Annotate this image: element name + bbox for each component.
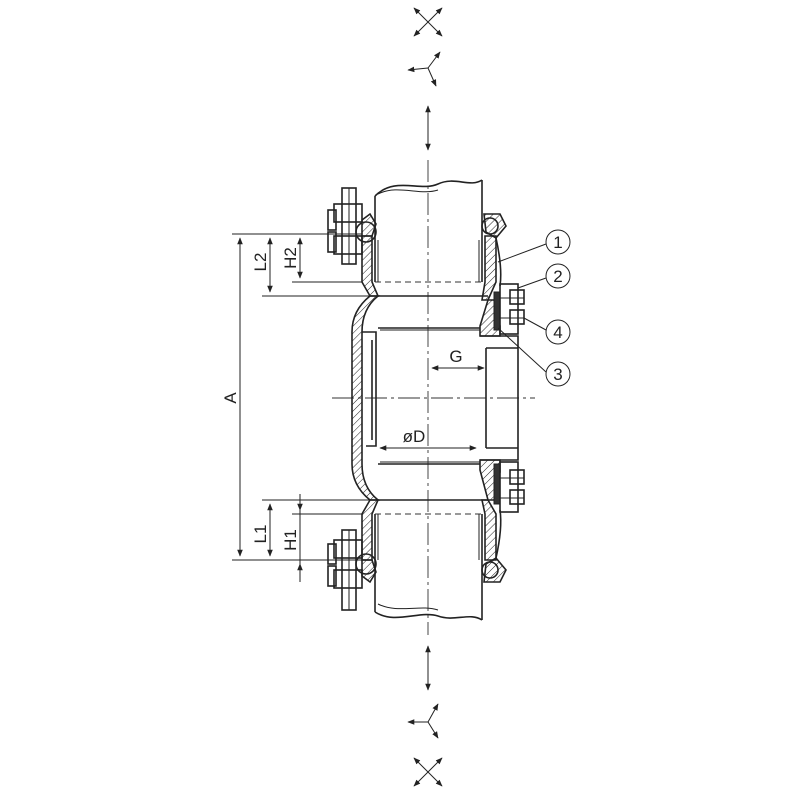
callout-3: 3 xyxy=(497,327,571,387)
upper-left-bolt xyxy=(327,187,377,265)
callout-1: 1 xyxy=(497,229,571,263)
svg-text:4: 4 xyxy=(553,323,562,342)
upper-right-nut xyxy=(481,217,499,235)
four-way-arrow-icon xyxy=(413,7,443,37)
callout-4: 4 xyxy=(523,317,571,345)
three-way-arrow-icon xyxy=(407,51,441,87)
upper-gasket xyxy=(493,291,501,331)
label-L2: L2 xyxy=(251,253,270,272)
three-way-arrow-icon xyxy=(407,703,439,739)
lower-left-bolt xyxy=(327,529,377,611)
label-A: A xyxy=(221,392,240,404)
four-way-arrow-icon xyxy=(413,757,443,787)
svg-text:2: 2 xyxy=(553,267,562,286)
label-D: øD xyxy=(403,427,426,446)
coupling-body xyxy=(351,212,519,584)
dimension-H2 xyxy=(292,237,362,283)
svg-text:3: 3 xyxy=(553,365,562,384)
label-L1: L1 xyxy=(251,525,270,544)
label-G: G xyxy=(449,347,462,366)
dimension-L1 xyxy=(262,499,370,557)
svg-text:1: 1 xyxy=(553,233,562,252)
label-H2: H2 xyxy=(281,247,300,269)
label-H1: H1 xyxy=(281,529,300,551)
upper-flange-bolt xyxy=(499,283,525,335)
callout-2: 2 xyxy=(517,263,571,289)
lower-pipe xyxy=(374,513,483,621)
dimension-A xyxy=(232,233,362,561)
lower-right-nut xyxy=(481,561,499,579)
dimension-H1 xyxy=(292,494,362,582)
dimension-L2 xyxy=(262,237,370,297)
lower-gasket xyxy=(493,463,501,505)
lower-flange-bolt xyxy=(499,461,525,513)
upper-pipe xyxy=(374,179,483,283)
